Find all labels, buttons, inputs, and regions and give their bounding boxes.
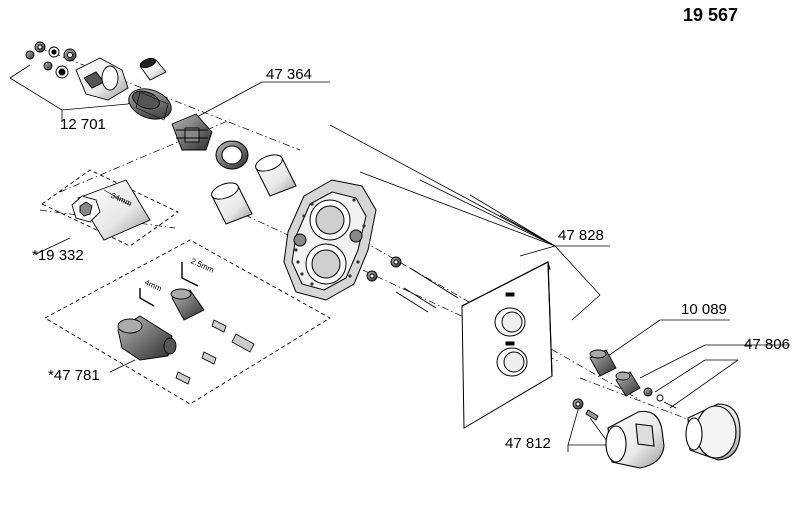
plate-dots	[294, 198, 366, 286]
handle-round	[685, 403, 741, 461]
leader-lines	[9, 64, 790, 452]
fitting-sleeve	[170, 288, 205, 321]
hex-key-25mm	[181, 262, 199, 287]
tool-wrench-19332	[71, 179, 151, 241]
cover-plate	[461, 261, 553, 429]
ring-part	[215, 140, 249, 170]
handle-lever	[605, 410, 665, 469]
part-label-19332: *19 332	[32, 247, 84, 264]
diagram-title-number: 19 567	[683, 5, 739, 25]
part-label-47806: 47 806	[744, 336, 790, 353]
pin-parts	[175, 319, 255, 385]
cartridge-large	[128, 88, 172, 121]
sleeve-lower	[211, 182, 253, 225]
small-adapters-47812	[572, 398, 599, 421]
cap-cylinder	[139, 57, 167, 81]
part-label-12701: 12 701	[60, 116, 106, 133]
part-label-10089: 10 089	[681, 301, 727, 318]
fitting-cartridge	[117, 315, 177, 361]
part-label-47364: 47 364	[266, 66, 312, 83]
sleeve-upper	[255, 154, 297, 197]
part-label-47781: *47 781	[48, 367, 100, 384]
tool-box-47781	[44, 239, 331, 405]
small-parts-12701	[25, 41, 129, 101]
adapter-cluster	[615, 371, 677, 409]
thermo-element-47364	[171, 113, 213, 151]
nut-parts	[366, 256, 402, 282]
adapter-10089	[589, 349, 617, 377]
mounting-plate	[283, 179, 377, 301]
part-label-47812: 47 812	[505, 435, 551, 452]
part-label-47828: 47 828	[558, 227, 604, 244]
hex-key-4mm	[139, 288, 155, 307]
long-screws	[395, 267, 459, 313]
